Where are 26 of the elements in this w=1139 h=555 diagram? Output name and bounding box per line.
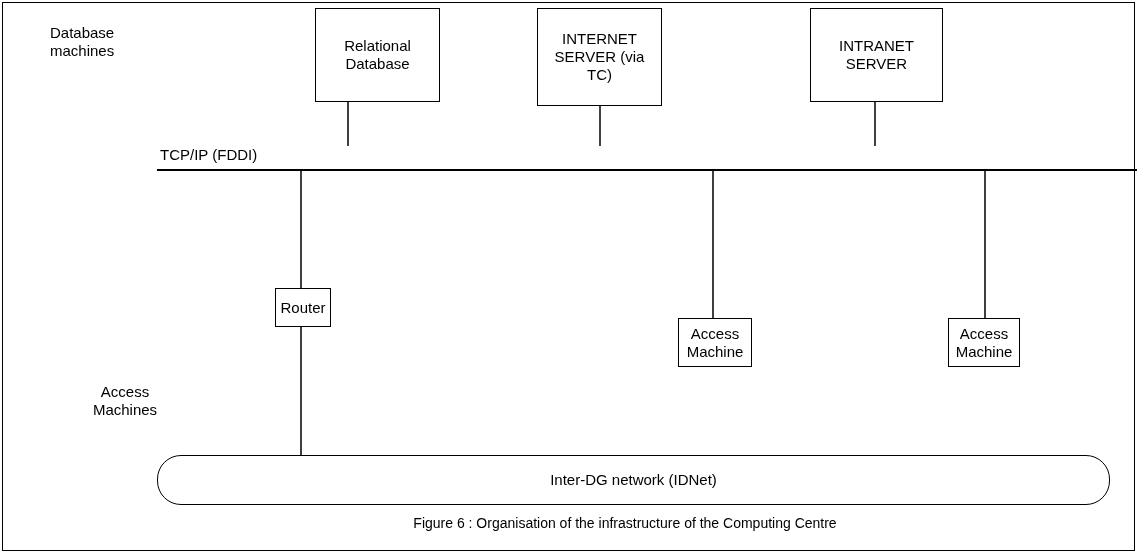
server-box bbox=[810, 8, 943, 102]
connector-line bbox=[874, 101, 876, 147]
node-label: Access Machine bbox=[954, 324, 1014, 361]
figure-caption: Figure 6 : Organisation of the infrastructure of the Computing Centre bbox=[412, 514, 838, 532]
router-box bbox=[275, 288, 331, 327]
node-label: Router bbox=[279, 298, 327, 317]
access-machine-box bbox=[678, 318, 752, 367]
connector-line bbox=[984, 170, 986, 319]
section-label: Database machines bbox=[50, 24, 116, 60]
network-pill bbox=[157, 455, 1110, 505]
connector-line bbox=[712, 170, 714, 319]
node-label: INTRANET SERVER bbox=[838, 37, 915, 73]
server-box bbox=[315, 8, 440, 102]
server-box bbox=[537, 8, 662, 106]
connector-line bbox=[599, 105, 601, 147]
bus-label: TCP/IP (FDDI) bbox=[160, 146, 258, 164]
connector-line bbox=[300, 326, 302, 456]
section-label: Access Machines bbox=[91, 383, 159, 419]
network-bus bbox=[157, 146, 1137, 171]
connector-line bbox=[347, 101, 349, 147]
node-label: Relational Database bbox=[343, 37, 412, 73]
access-machine-box bbox=[948, 318, 1020, 367]
node-label: Inter-DG network (IDNet) bbox=[550, 471, 717, 489]
node-label: Access Machine bbox=[685, 324, 745, 361]
node-label: INTERNET SERVER (via TC) bbox=[553, 30, 646, 84]
connector-line bbox=[300, 170, 302, 289]
